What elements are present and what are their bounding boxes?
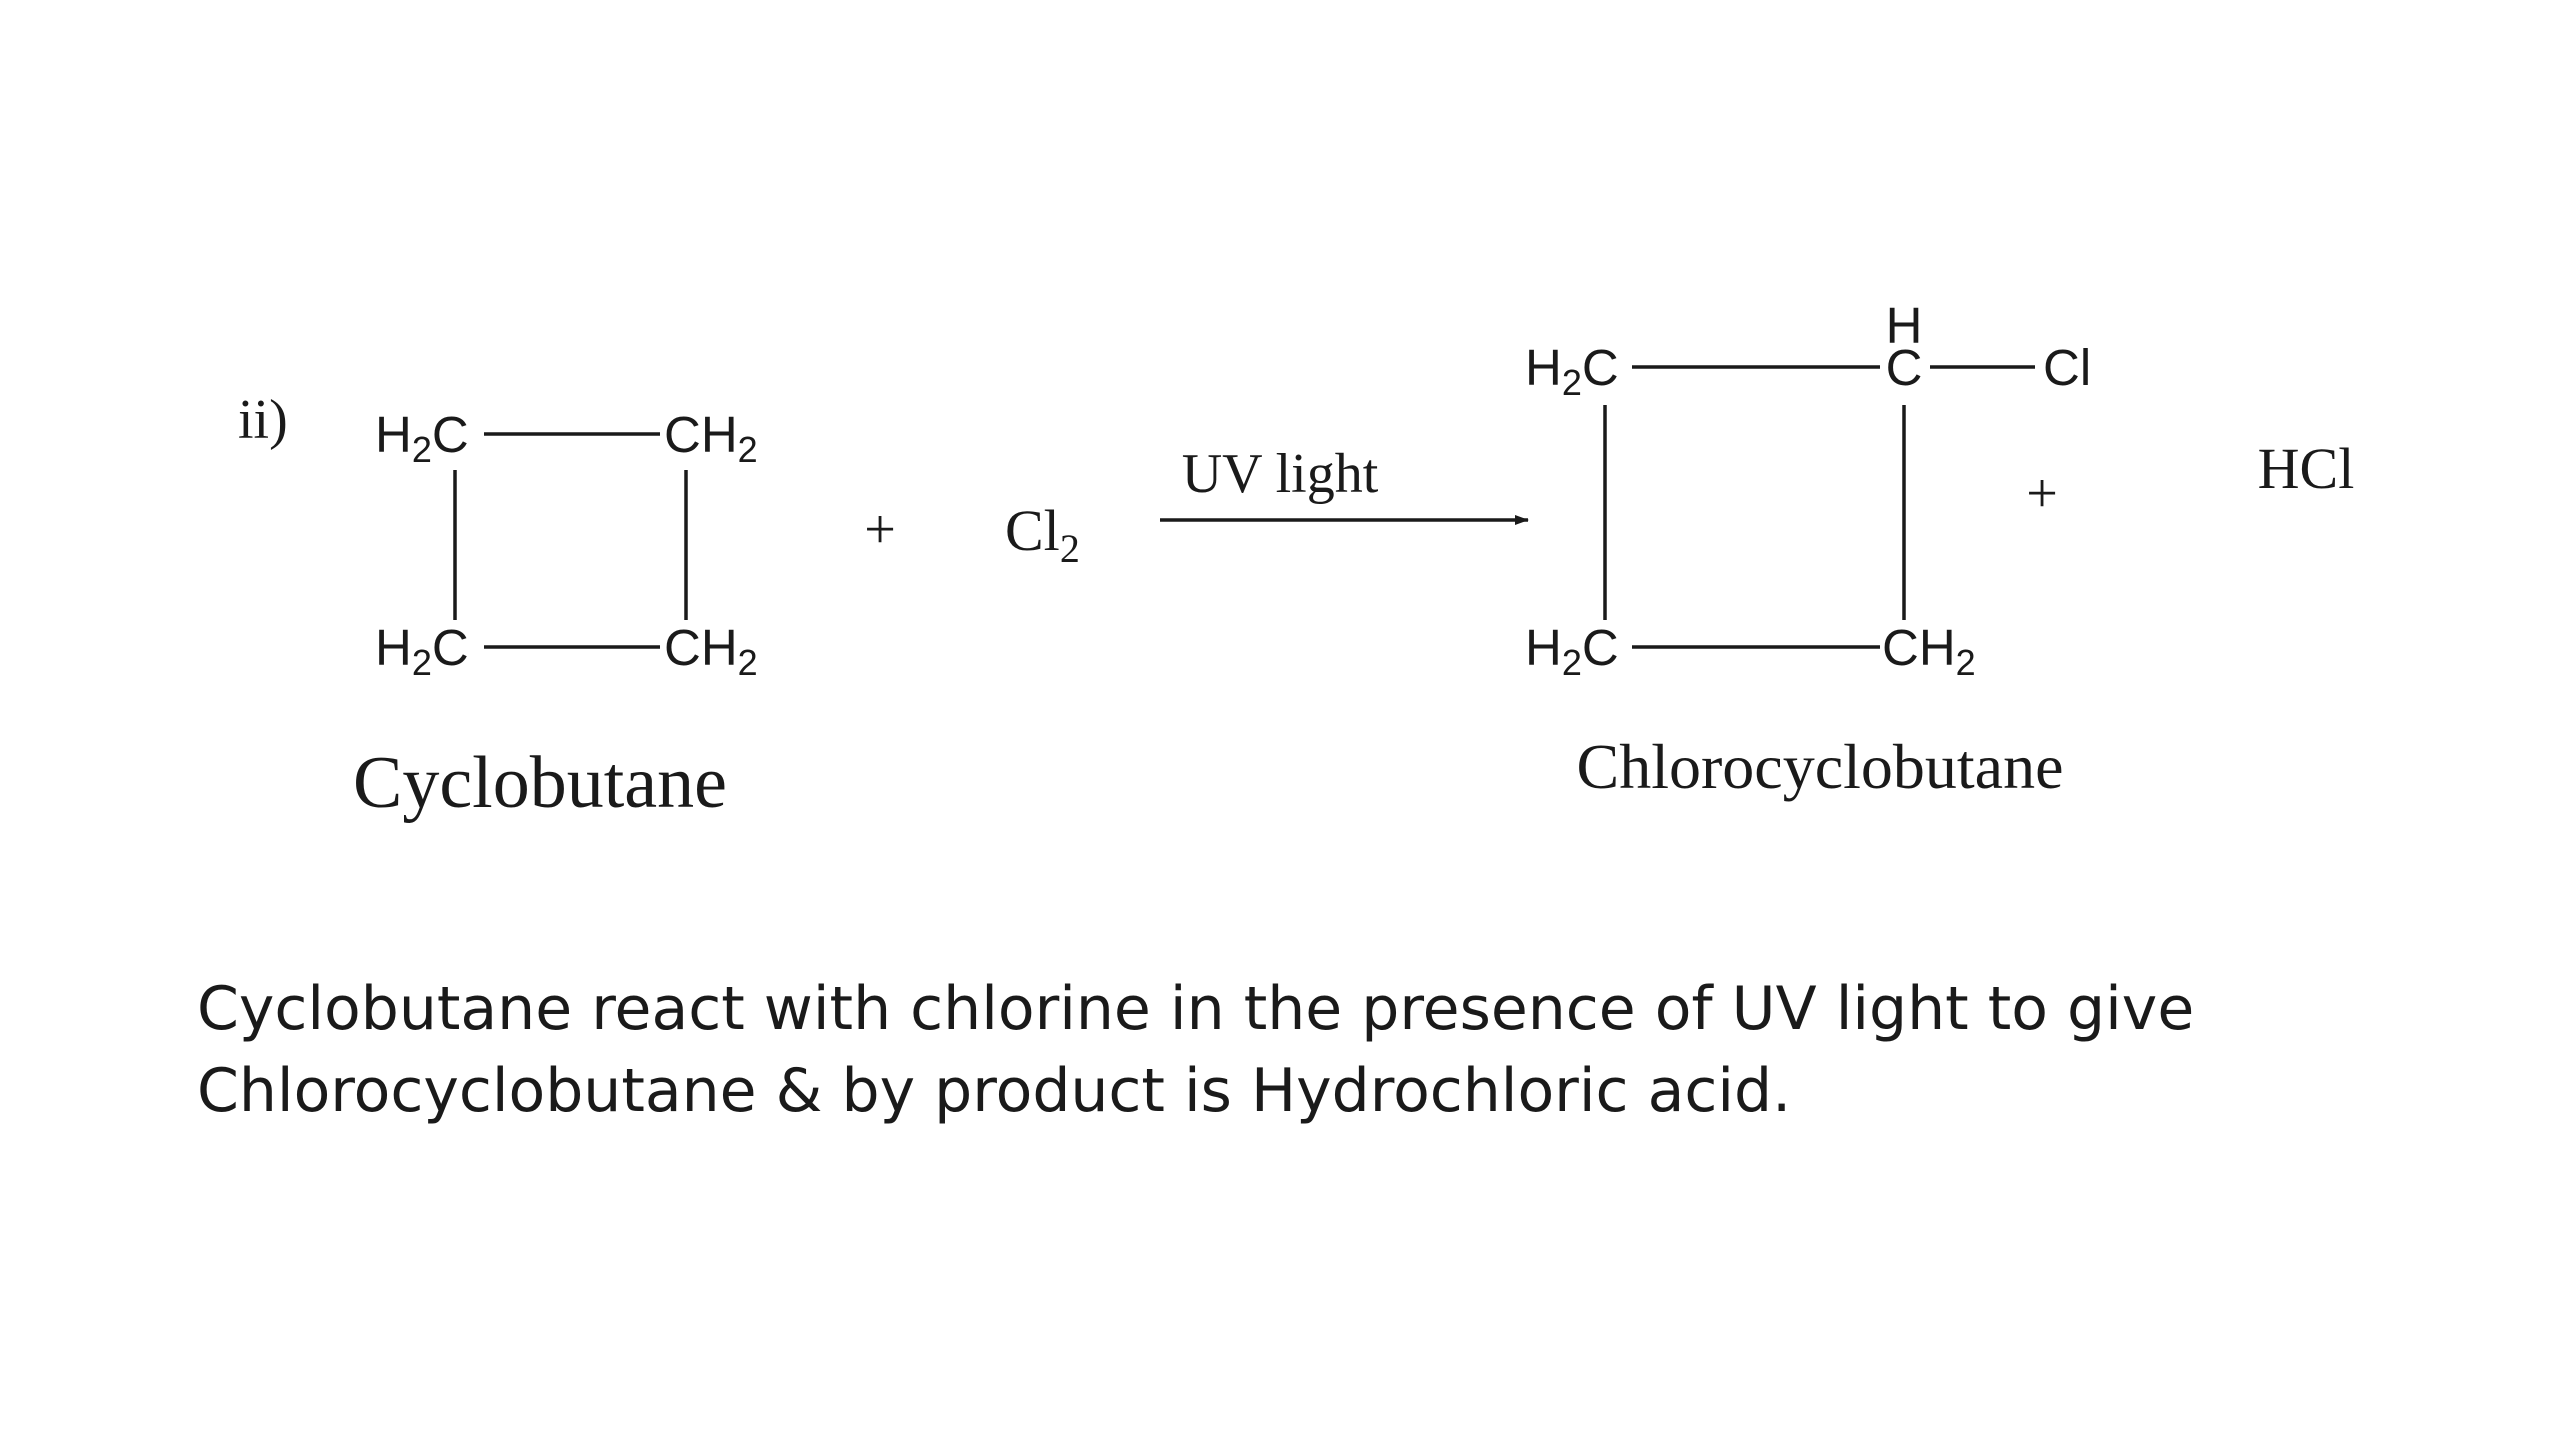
reaction-condition: UV light <box>1182 443 1379 505</box>
product-name: Chlorocyclobutane <box>1577 731 2064 802</box>
caption-line-1: Cyclobutane react with chlorine in the p… <box>197 974 2195 1044</box>
atom-top-left: H2C <box>1525 339 1619 403</box>
product-chlorocyclobutane: H2C H C Cl H2C CH2 Chlorocyclobutane <box>1525 297 2091 802</box>
reactant-name: Cyclobutane <box>353 742 727 824</box>
atom-bottom-left: H2C <box>375 619 469 683</box>
atom-bottom-right: CH2 <box>1882 619 1976 683</box>
caption-line-2: Chlorocyclobutane & by product is Hydroc… <box>197 1056 1792 1126</box>
reactant-cyclobutane: H2C CH2 H2C CH2 Cyclobutane <box>353 406 758 824</box>
byproduct-hcl: HCl <box>2258 436 2355 501</box>
atom-bottom-left: H2C <box>1525 619 1619 683</box>
atom-top-right: C <box>1886 339 1923 396</box>
step-label: ii) <box>238 389 288 451</box>
reagent-chlorine: Cl2 <box>1005 498 1080 571</box>
atom-bottom-right: CH2 <box>664 619 758 683</box>
plus-sign-2: + <box>2026 463 2058 525</box>
atom-top-left: H2C <box>375 406 469 470</box>
atom-chlorine: Cl <box>2043 339 2091 396</box>
caption: Cyclobutane react with chlorine in the p… <box>197 968 2397 1132</box>
atom-hydrogen: H <box>1886 297 1923 354</box>
plus-sign-1: + <box>864 499 896 561</box>
atom-top-right: CH2 <box>664 406 758 470</box>
